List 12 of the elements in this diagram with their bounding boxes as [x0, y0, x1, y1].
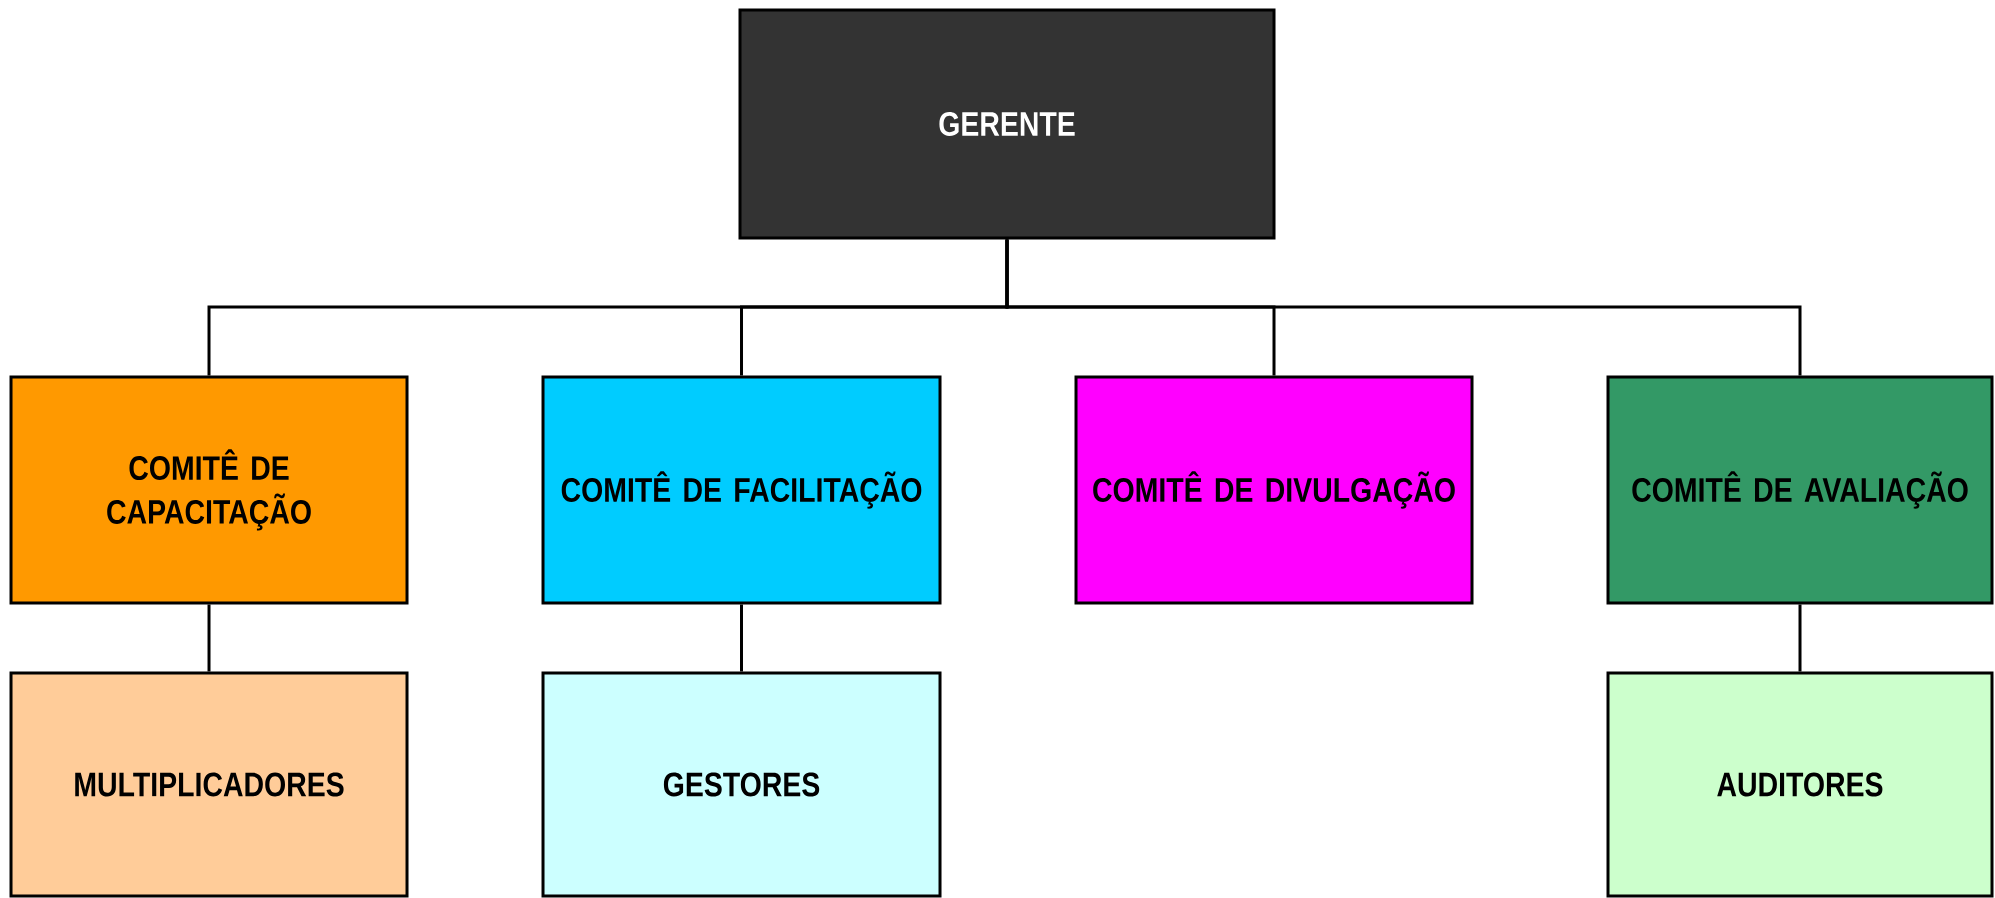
connector-line — [740, 604, 743, 672]
committee-box: COMITÊ DE FACILITAÇÃO — [541, 375, 942, 605]
connector-line — [1798, 604, 1802, 672]
team-box: AUDITORES — [1606, 671, 1994, 898]
manager-box: GERENTE — [738, 8, 1276, 240]
team-box: GESTORES — [541, 671, 942, 898]
connector-line — [1005, 239, 1802, 376]
committee-box: COMITÊ DE DIVULGAÇÃO — [1074, 375, 1474, 605]
committee-box: COMITÊ DE AVALIAÇÃO — [1606, 375, 1994, 605]
team-box: MULTIPLICADORES — [9, 671, 409, 898]
committee-box: COMITÊ DE CAPACITAÇÃO — [9, 375, 409, 605]
connector-line — [207, 604, 211, 672]
